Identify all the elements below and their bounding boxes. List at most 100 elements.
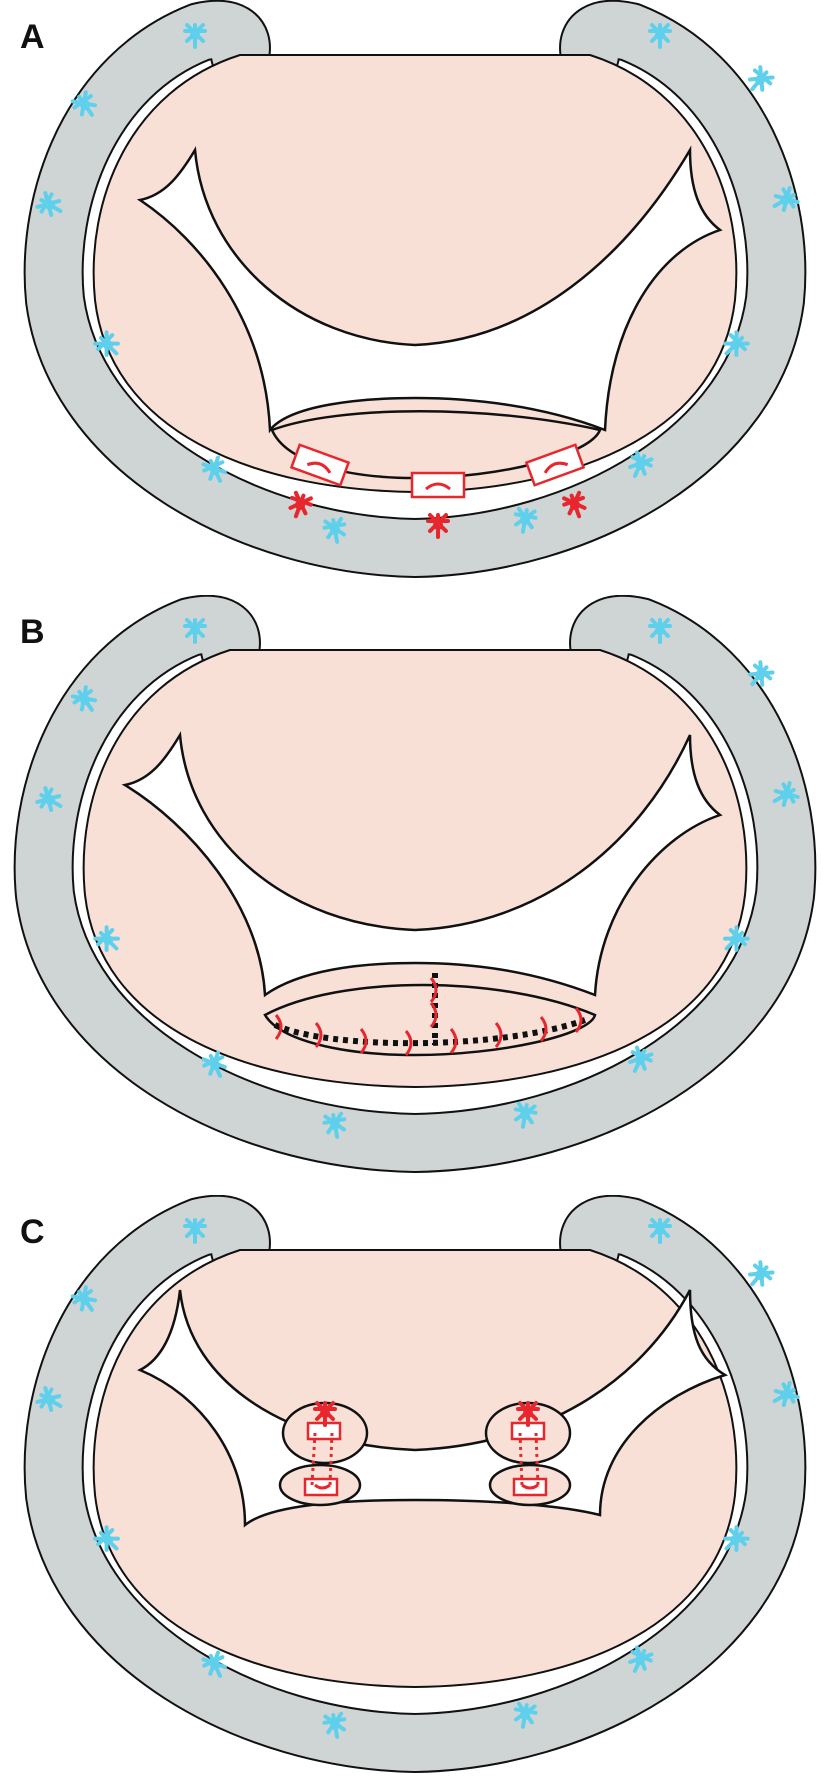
valve-diagram — [23, 1195, 807, 1774]
anchor-suture — [93, 1525, 120, 1552]
anchor-sutures — [35, 1218, 800, 1739]
knot-center — [210, 1660, 220, 1670]
anchor-suture — [201, 455, 227, 483]
knot-center — [655, 1225, 665, 1235]
anchor-suture — [183, 23, 207, 49]
anchor-suture — [748, 1260, 775, 1287]
knot-center — [520, 1110, 530, 1120]
red-suture-knot-right — [562, 490, 587, 519]
plication-stitch — [429, 1002, 438, 1028]
annulus-ring — [25, 1196, 805, 1772]
knot-center — [80, 100, 90, 110]
knot-center — [655, 625, 665, 635]
plication-stitch — [539, 1016, 548, 1042]
anchor-sutures — [35, 23, 800, 544]
panel-label: B — [20, 613, 45, 651]
anchor-suture — [35, 786, 63, 812]
panel-b: B — [0, 595, 826, 1185]
knot-center — [330, 1720, 340, 1730]
plication-stitch — [274, 1014, 283, 1040]
knot-center — [103, 1535, 113, 1545]
anchor-suture — [748, 65, 775, 92]
knot-center — [755, 670, 765, 680]
anchor-suture — [70, 90, 97, 117]
knot-center — [80, 1295, 90, 1305]
knot-center — [295, 500, 305, 510]
knot-center — [330, 1120, 340, 1130]
red-suture-knot-right — [516, 1401, 540, 1427]
annulus-ring — [15, 596, 815, 1172]
anchor-suture — [648, 618, 672, 644]
anchor-suture — [748, 660, 775, 687]
anchor-suture — [628, 450, 654, 478]
plication-stitch — [359, 1028, 368, 1054]
plication-stitch — [404, 1030, 413, 1056]
plication-stitches — [274, 977, 583, 1056]
knot-center — [755, 1270, 765, 1280]
plication-stitch — [574, 1007, 583, 1033]
knot-center — [210, 1060, 220, 1070]
plication-stitch — [449, 1028, 458, 1054]
knot-center — [103, 340, 113, 350]
panel-label: A — [20, 18, 45, 56]
knot-center — [80, 695, 90, 705]
anchor-suture — [183, 1218, 207, 1244]
pledget-left — [289, 443, 351, 487]
anchor-suture — [35, 191, 63, 217]
anchor-suture — [322, 1711, 347, 1739]
knot-center — [635, 460, 645, 470]
panel-label: C — [20, 1213, 45, 1251]
anchor-suture — [772, 1381, 800, 1407]
regurgitant-orifice — [136, 145, 723, 434]
anchor-suture — [93, 330, 120, 357]
knot-center — [730, 340, 740, 350]
red-suture-knot-center — [426, 513, 450, 539]
anchor-suture — [628, 1045, 654, 1073]
plication-stitch — [429, 977, 438, 1003]
anchor-suture — [723, 330, 750, 357]
knot-center — [755, 75, 765, 85]
anchor-suture — [93, 925, 120, 952]
plication-stitch — [494, 1022, 503, 1048]
anchor-suture — [322, 1111, 347, 1139]
knot-center — [730, 1535, 740, 1545]
valve-diagram — [13, 595, 817, 1174]
knot-center — [780, 790, 790, 800]
annulus-ring — [25, 1, 805, 577]
knot-center — [45, 200, 55, 210]
knot-center — [190, 625, 200, 635]
knot-center — [190, 1225, 200, 1235]
buttress-pledgets — [288, 443, 587, 539]
anchor-sutures — [35, 618, 800, 1139]
red-suture-knot-left — [313, 1401, 337, 1427]
anchor-suture — [35, 1386, 63, 1412]
anchor-suture — [70, 1285, 97, 1312]
panel-c: C — [0, 1195, 826, 1785]
anchor-suture — [628, 1645, 654, 1673]
knot-center — [320, 1408, 330, 1418]
knot-center — [780, 195, 790, 205]
knot-center — [45, 795, 55, 805]
anchor-suture — [723, 925, 750, 952]
anchor-suture — [513, 1701, 538, 1729]
anchor-suture — [648, 1218, 672, 1244]
knot-center — [523, 1408, 533, 1418]
regurgitant-orifice — [121, 731, 723, 998]
leaflet-bridge-left — [278, 1401, 369, 1507]
leaflet-bridge-right — [484, 1401, 572, 1507]
anchor-suture — [648, 23, 672, 49]
anchor-suture — [513, 1101, 538, 1129]
knot-center — [190, 30, 200, 40]
valve-diagram — [23, 0, 807, 579]
anchor-suture — [723, 1525, 750, 1552]
knot-center — [210, 465, 220, 475]
anchor-suture — [322, 516, 347, 544]
knot-center — [45, 1395, 55, 1405]
anchor-suture — [772, 781, 800, 807]
knot-center — [570, 500, 580, 510]
knot-center — [655, 30, 665, 40]
anchor-suture — [70, 685, 97, 712]
pledget-right — [524, 443, 586, 487]
red-suture-knot-left — [288, 490, 313, 519]
pledget-center — [410, 471, 466, 499]
